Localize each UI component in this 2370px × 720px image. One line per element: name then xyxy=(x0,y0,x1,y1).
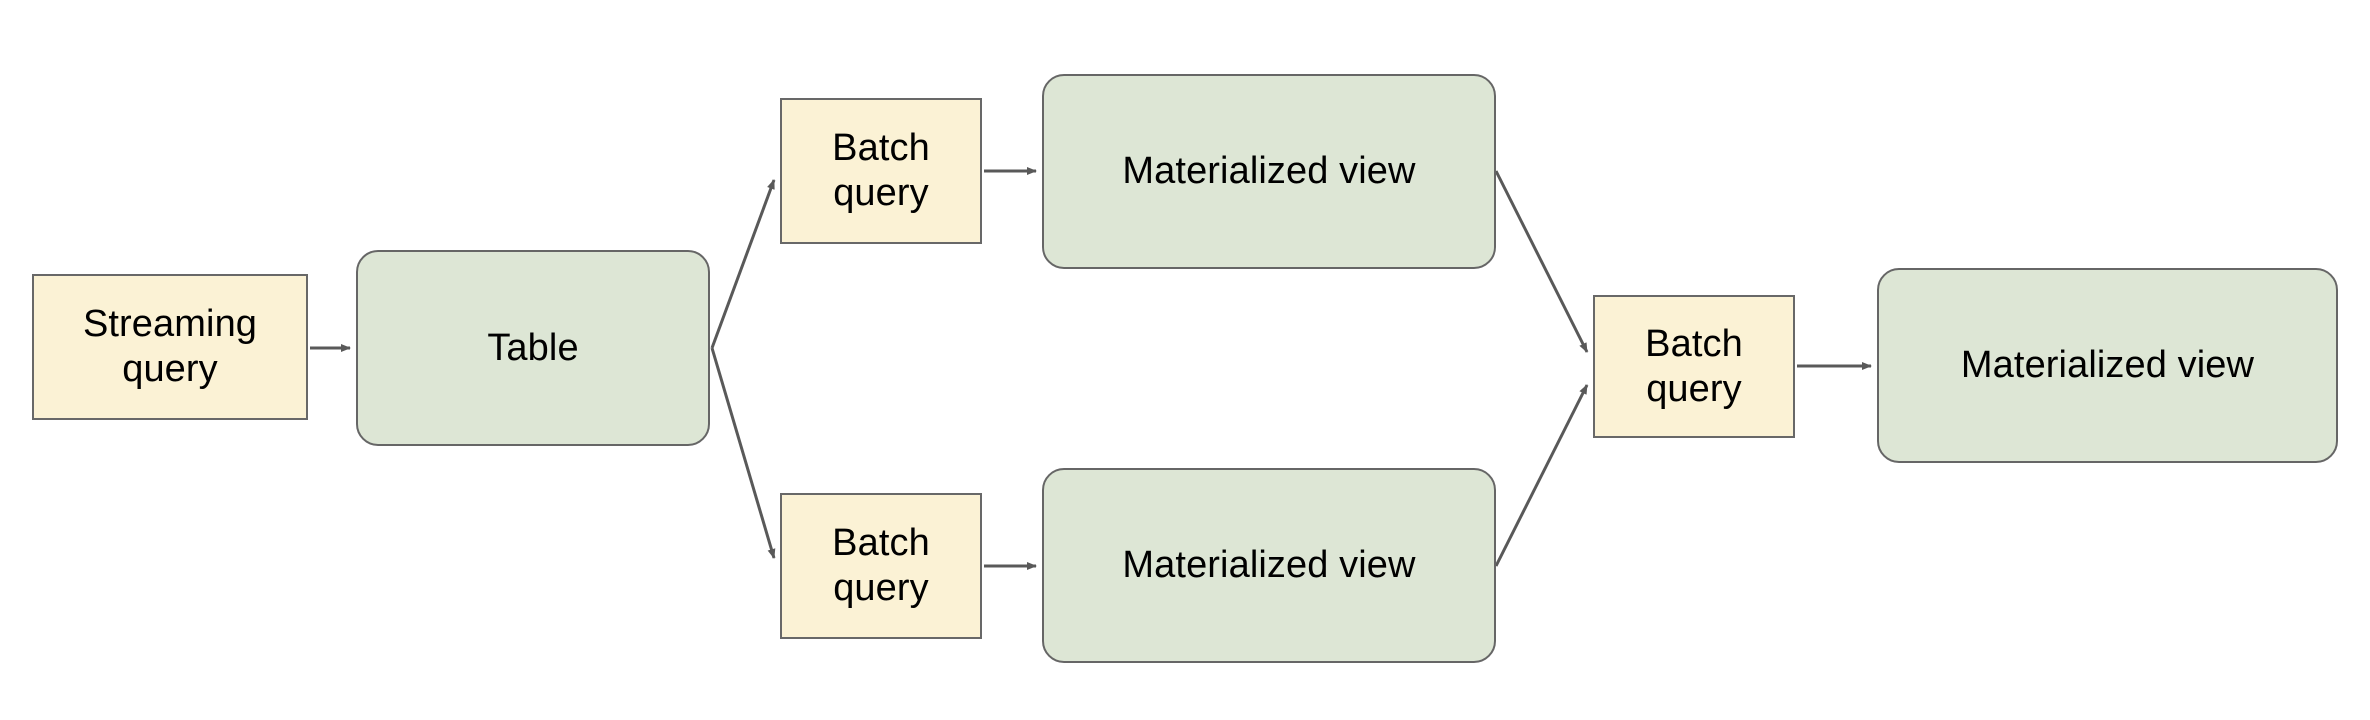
node-materialized-view-bottom[interactable]: Materialized view xyxy=(1042,468,1496,663)
node-streaming-query-label: Streaming query xyxy=(82,303,258,390)
node-batch-query-bottom-label: Batch query xyxy=(832,522,930,609)
node-table[interactable]: Table xyxy=(356,250,710,446)
edge-table-to-batch-query-top xyxy=(710,179,776,349)
node-batch-query-join-label: Batch query xyxy=(1645,322,1743,410)
edge-table-to-batch-query-bottom xyxy=(710,347,776,559)
node-materialized-view-final[interactable]: Materialized view xyxy=(1877,268,2338,463)
node-table-label: Table xyxy=(487,326,579,369)
node-materialized-view-bottom-label: Materialized view xyxy=(1122,544,1416,587)
node-batch-query-join[interactable]: Batch query xyxy=(1593,295,1795,438)
node-materialized-view-top-label: Materialized view xyxy=(1122,150,1416,193)
edge-materialized-view-bottom-to-batch-query-join xyxy=(1494,384,1589,567)
node-streaming-query[interactable]: Streaming query xyxy=(32,274,308,420)
node-batch-query-bottom[interactable]: Batch query xyxy=(780,493,982,639)
node-batch-query-top-label: Batch query xyxy=(832,127,930,214)
edge-materialized-view-top-to-batch-query-join xyxy=(1494,170,1589,353)
node-materialized-view-final-label: Materialized view xyxy=(1960,344,2255,387)
node-batch-query-top[interactable]: Batch query xyxy=(780,98,982,244)
node-materialized-view-top[interactable]: Materialized view xyxy=(1042,74,1496,269)
